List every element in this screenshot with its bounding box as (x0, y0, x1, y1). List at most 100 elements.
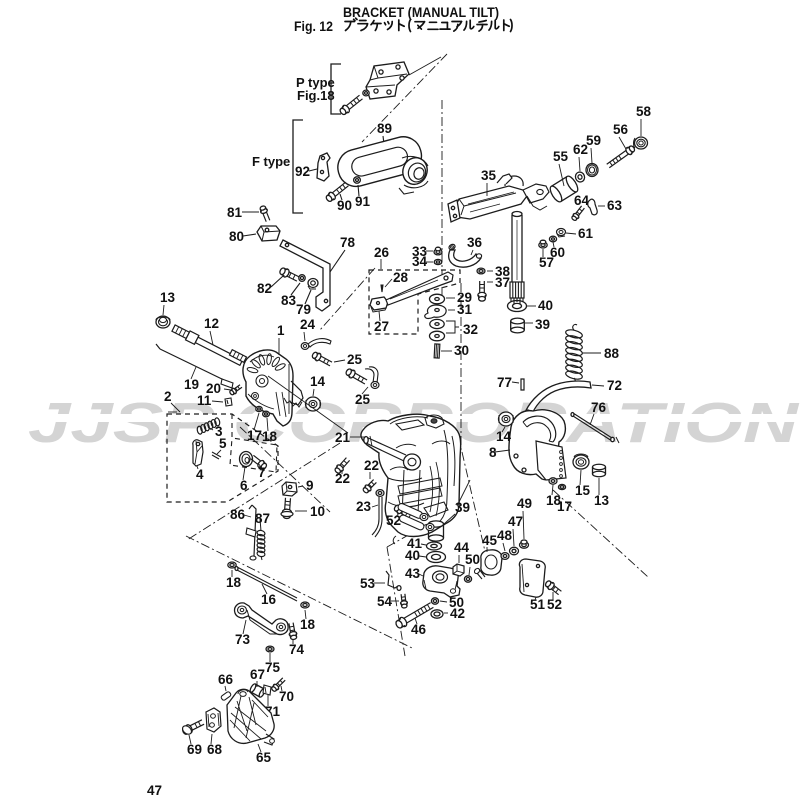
svg-text:46: 46 (411, 622, 427, 637)
svg-text:88: 88 (604, 346, 620, 361)
svg-text:2: 2 (164, 389, 172, 404)
svg-text:11: 11 (197, 393, 212, 408)
svg-text:89: 89 (377, 121, 392, 136)
svg-text:33: 33 (412, 244, 428, 259)
svg-text:19: 19 (184, 377, 199, 392)
svg-text:90: 90 (337, 198, 352, 213)
svg-text:20: 20 (206, 381, 221, 396)
svg-text:35: 35 (481, 168, 497, 183)
svg-text:63: 63 (607, 198, 623, 213)
svg-text:54: 54 (377, 594, 393, 609)
svg-text:3: 3 (215, 424, 223, 439)
svg-text:39: 39 (535, 317, 550, 332)
svg-text:23: 23 (356, 499, 372, 514)
svg-text:25: 25 (355, 392, 371, 407)
svg-text:17: 17 (247, 428, 262, 443)
svg-text:62: 62 (573, 142, 588, 157)
svg-text:66: 66 (218, 672, 234, 687)
svg-text:79: 79 (296, 302, 311, 317)
svg-text:40: 40 (405, 548, 420, 563)
svg-text:81: 81 (227, 205, 243, 220)
svg-text:40: 40 (538, 298, 553, 313)
svg-text:67: 67 (250, 667, 265, 682)
svg-text:22: 22 (335, 471, 350, 486)
svg-text:59: 59 (586, 133, 601, 148)
svg-text:91: 91 (355, 194, 371, 209)
svg-text:7: 7 (258, 465, 266, 480)
svg-text:14: 14 (310, 374, 326, 389)
svg-text:38: 38 (495, 264, 511, 279)
svg-text:80: 80 (229, 229, 244, 244)
svg-text:39: 39 (455, 500, 470, 515)
svg-text:69: 69 (187, 742, 202, 757)
svg-text:6: 6 (240, 478, 248, 493)
svg-text:92: 92 (295, 164, 310, 179)
svg-text:9: 9 (306, 478, 314, 493)
svg-text:17: 17 (557, 499, 572, 514)
svg-text:75: 75 (265, 660, 281, 675)
svg-text:12: 12 (204, 316, 219, 331)
svg-text:15: 15 (575, 483, 591, 498)
svg-text:BRACKET (MANUAL TILT): BRACKET (MANUAL TILT) (343, 4, 499, 20)
svg-text:31: 31 (457, 302, 473, 317)
svg-text:50: 50 (465, 552, 480, 567)
svg-text:8: 8 (489, 445, 497, 460)
svg-text:74: 74 (289, 642, 305, 657)
svg-text:32: 32 (463, 322, 478, 337)
svg-text:87: 87 (255, 511, 270, 526)
svg-text:52: 52 (547, 597, 562, 612)
svg-text:P type: P type (296, 75, 335, 90)
svg-text:77: 77 (497, 375, 512, 390)
svg-text:16: 16 (261, 592, 277, 607)
svg-text:30: 30 (454, 343, 469, 358)
svg-text:56: 56 (613, 122, 629, 137)
svg-text:18: 18 (262, 429, 278, 444)
svg-text:53: 53 (360, 576, 376, 591)
svg-text:82: 82 (257, 281, 272, 296)
svg-text:57: 57 (539, 255, 554, 270)
svg-text:18: 18 (300, 617, 316, 632)
svg-text:25: 25 (347, 352, 363, 367)
svg-text:28: 28 (393, 270, 409, 285)
svg-text:61: 61 (578, 226, 594, 241)
svg-text:68: 68 (207, 742, 223, 757)
svg-text:Fig. 12: Fig. 12 (294, 18, 333, 34)
svg-text:58: 58 (636, 104, 652, 119)
svg-text:29: 29 (457, 290, 472, 305)
svg-text:18: 18 (546, 493, 562, 508)
svg-text:60: 60 (550, 245, 565, 260)
svg-text:72: 72 (607, 378, 622, 393)
svg-text:4: 4 (196, 467, 204, 482)
svg-text:22: 22 (364, 458, 379, 473)
svg-text:26: 26 (374, 245, 390, 260)
svg-text:86: 86 (230, 507, 246, 522)
svg-text:47: 47 (508, 514, 523, 529)
svg-text:Fig.18: Fig.18 (297, 88, 335, 103)
svg-text:10: 10 (310, 504, 325, 519)
svg-text:64: 64 (574, 193, 590, 208)
svg-text:50: 50 (449, 595, 464, 610)
svg-text:78: 78 (340, 235, 356, 250)
svg-text:73: 73 (235, 632, 251, 647)
svg-text:13: 13 (160, 290, 176, 305)
svg-text:21: 21 (335, 430, 351, 445)
svg-text:F type: F type (252, 154, 290, 169)
svg-text:70: 70 (279, 689, 294, 704)
svg-text:76: 76 (591, 400, 607, 415)
svg-text:55: 55 (553, 149, 569, 164)
svg-text:13: 13 (594, 493, 610, 508)
svg-text:1: 1 (277, 323, 285, 338)
svg-text:48: 48 (497, 528, 513, 543)
svg-text:47: 47 (147, 783, 162, 798)
svg-text:34: 34 (412, 254, 428, 269)
svg-text:5: 5 (219, 436, 227, 451)
svg-text:83: 83 (281, 293, 297, 308)
svg-text:65: 65 (256, 750, 272, 765)
svg-text:42: 42 (450, 606, 465, 621)
svg-text:45: 45 (482, 533, 498, 548)
svg-text:37: 37 (495, 275, 510, 290)
svg-text:44: 44 (454, 540, 470, 555)
svg-text:27: 27 (374, 319, 389, 334)
svg-text:49: 49 (517, 496, 532, 511)
svg-text:36: 36 (467, 235, 483, 250)
